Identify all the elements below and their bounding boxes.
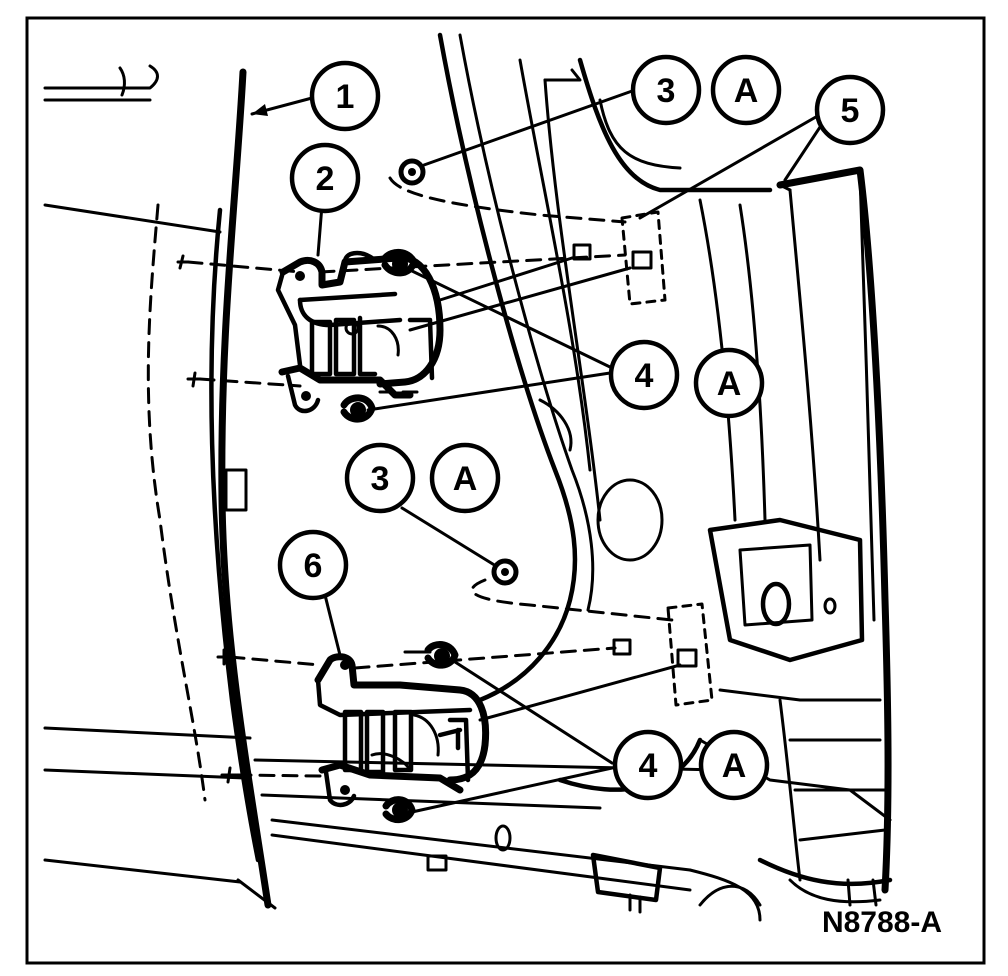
- callout-label: 4: [635, 357, 654, 395]
- callout-3-upper: 3: [630, 54, 702, 126]
- callout-6: 6: [277, 529, 349, 601]
- figure-code: N8788-A: [822, 906, 942, 939]
- figure-frame: [25, 16, 986, 965]
- callout-5: 5: [814, 74, 886, 146]
- body-pillar: [253, 32, 893, 922]
- upper-hinge: [275, 250, 444, 414]
- note-a-lower: A: [698, 729, 770, 801]
- callout-4-lower: 4: [612, 729, 684, 801]
- callout-1: 1: [309, 60, 381, 132]
- alignment-lines: [186, 176, 682, 778]
- note-label: A: [734, 72, 759, 110]
- callout-label: 3: [371, 460, 390, 498]
- note-label: A: [722, 747, 747, 785]
- callout-label: 6: [304, 547, 323, 585]
- callout-2: 2: [289, 142, 361, 214]
- note-a-middle-right: A: [693, 347, 765, 419]
- callout-label: 2: [316, 160, 335, 198]
- note-label: A: [453, 460, 478, 498]
- callout-label: 3: [657, 72, 676, 110]
- callout-label: 1: [336, 78, 355, 116]
- nut-plates: [572, 210, 714, 707]
- leader-lines: [250, 88, 830, 814]
- callout-3-lower: 3: [344, 442, 416, 514]
- callout-label: 4: [639, 747, 658, 785]
- door-panel: [43, 64, 277, 910]
- note-a-upper: A: [710, 54, 782, 126]
- note-a-middle-left: A: [429, 442, 501, 514]
- note-label: A: [717, 365, 742, 403]
- callout-label: 5: [841, 92, 860, 130]
- upper-hinge-bolts: [176, 158, 426, 423]
- callout-4-upper: 4: [608, 339, 680, 411]
- lower-hinge: [314, 653, 490, 808]
